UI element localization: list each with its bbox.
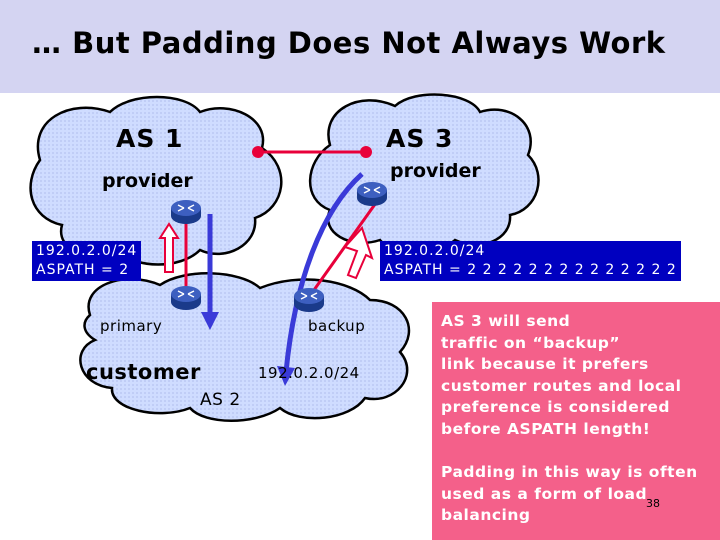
router-as1: [170, 199, 202, 225]
as2-name: AS 2: [200, 390, 241, 410]
title-bar: … But Padding Does Not Always Work: [0, 0, 720, 93]
route-advert-right: 192.0.2.0/24 ASPATH = 2 2 2 2 2 2 2 2 2 …: [380, 241, 681, 281]
note1-line: traffic on “backup”: [441, 333, 621, 352]
traffic-arrow-as3: [283, 172, 364, 373]
note-load-balancing: Padding in this way is often used as a f…: [441, 462, 698, 527]
note1-line: customer routes and local: [441, 376, 682, 395]
customer-label: customer: [86, 360, 201, 384]
advert-arrow-left: [158, 222, 180, 273]
note-backup-explanation: AS 3 will send traffic on “backup” link …: [441, 311, 682, 440]
note2-line: used as a form of load: [441, 484, 648, 503]
backup-link: [307, 199, 380, 298]
as1-role: provider: [102, 170, 193, 192]
router-as2-primary: [170, 285, 202, 311]
advert-arrow-right: [343, 226, 374, 280]
primary-label: primary: [100, 317, 163, 335]
route-right-prefix: 192.0.2.0/24: [384, 243, 486, 259]
route-left-prefix: 192.0.2.0/24: [36, 243, 138, 259]
note2-line: balancing: [441, 506, 531, 524]
page-number: 38: [646, 497, 660, 510]
slide-title: … But Padding Does Not Always Work: [32, 26, 666, 60]
route-advert-left: 192.0.2.0/24 ASPATH = 2: [32, 241, 142, 281]
as1-name: AS 1: [116, 124, 184, 153]
note1-line: preference is considered: [441, 398, 670, 416]
route-right-aspath: ASPATH = 2 2 2 2 2 2 2 2 2 2 2 2 2 2: [384, 262, 677, 278]
note1-line: AS 3 will send: [441, 312, 571, 330]
router-as2-backup: [293, 287, 325, 313]
route-left-aspath: ASPATH = 2: [36, 262, 130, 278]
as2-cloud: [79, 272, 411, 422]
router-as3: [356, 181, 388, 207]
note1-line: before ASPATH length!: [441, 419, 651, 438]
as3-role: provider: [390, 160, 481, 182]
explanation-box: [432, 302, 720, 540]
backup-label: backup: [308, 317, 366, 335]
note1-line: link because it prefers: [441, 355, 649, 373]
note2-line: Padding in this way is often: [441, 463, 698, 481]
as3-name: AS 3: [386, 124, 454, 153]
as2-prefix: 192.0.2.0/24: [258, 364, 360, 382]
